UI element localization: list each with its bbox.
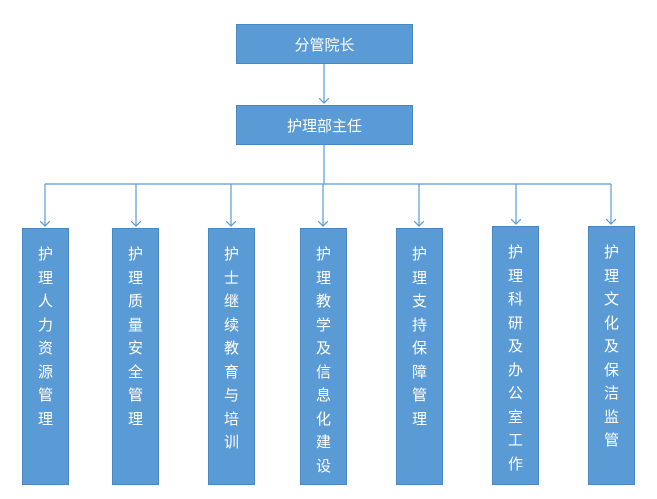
dept-label-4: 护理教学及信息化建设 [315,245,331,475]
dept-box-7: 护理文化及保洁监管 [588,226,635,485]
dept-box-5: 护理支持保障管理 [396,228,443,485]
dept-box-2: 护理质量安全管理 [112,228,159,485]
dept-box-3: 护士继续教育与培训 [208,228,255,485]
dept-label-5: 护理支持保障管理 [411,245,427,428]
middle-box-nursing-director: 护理部主任 [236,105,413,145]
dept-label-2: 护理质量安全管理 [127,245,143,428]
dept-label-7: 护理文化及保洁监管 [603,243,619,449]
middle-box-label: 护理部主任 [286,116,362,135]
dept-label-3: 护士继续教育与培训 [223,245,239,451]
dept-box-6: 护理科研及办公室工作 [492,226,539,485]
dept-label-6: 护理科研及办公室工作 [507,243,523,473]
dept-label-1: 护理人力资源管理 [37,245,53,428]
dept-box-1: 护理人力资源管理 [22,228,69,485]
top-box-label: 分管院长 [294,35,355,54]
top-box-vice-president: 分管院长 [236,24,413,64]
dept-box-4: 护理教学及信息化建设 [300,228,347,485]
